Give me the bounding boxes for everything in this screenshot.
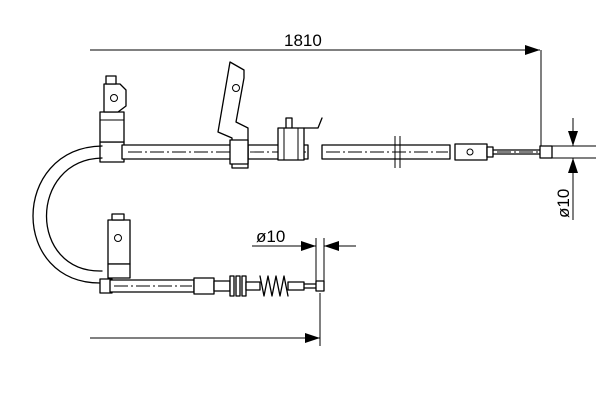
upper-end-fitting	[454, 143, 488, 161]
bracket-tall	[217, 61, 249, 169]
upper-end-collar	[486, 146, 494, 158]
bracket-small-body	[277, 127, 305, 161]
bracket-lower-plate	[107, 219, 131, 265]
upper-ferrule-left	[99, 141, 125, 163]
lower-diameter-dimension: ø10	[252, 227, 356, 281]
lower-cable	[99, 213, 325, 297]
lower-adjuster-nut	[213, 280, 231, 292]
length-dimension: 1810	[90, 31, 542, 158]
inner-wire	[492, 149, 541, 155]
diameter-arrow-top	[568, 131, 578, 146]
length-label: 1810	[284, 31, 322, 50]
lower-diameter-arrow-right	[324, 241, 339, 251]
curve-inner	[46, 157, 103, 272]
bracket-left-plate	[103, 83, 127, 113]
lower-length-dimension	[90, 293, 321, 346]
lower-connector	[245, 281, 261, 291]
threaded-part	[229, 275, 247, 297]
upper-end-fitting-hole	[466, 148, 474, 156]
lower-adjuster	[193, 277, 215, 295]
bracket-left-hole	[110, 94, 118, 102]
upper-cable	[99, 136, 553, 168]
bracket-left-base	[99, 111, 125, 143]
diameter-arrow-bottom	[568, 158, 578, 173]
upper-sheath-segment-3	[321, 144, 451, 160]
lower-end-sleeve	[287, 281, 305, 291]
bracket-lower-tab	[111, 213, 125, 221]
bracket-small-arm	[303, 117, 323, 129]
right-diameter-label: ø10	[554, 189, 573, 218]
bracket-lower-base	[107, 263, 131, 279]
length-arrow-head	[525, 45, 540, 55]
right-diameter-dimension: ø10	[548, 118, 596, 220]
bracket-small-tab	[285, 117, 293, 129]
curve-outer	[32, 145, 103, 284]
lower-diameter-arrow-left	[301, 241, 316, 251]
cable-nipple	[539, 145, 553, 159]
lower-diameter-label: ø10	[256, 227, 285, 246]
bracket-tall-hole	[232, 84, 240, 92]
curved-cable	[32, 145, 103, 284]
bracket-left	[99, 75, 127, 143]
break-mark-upper	[394, 136, 401, 168]
return-spring	[259, 275, 289, 297]
lower-length-arrow	[305, 333, 320, 343]
bracket-tall-clip	[229, 139, 249, 165]
lower-cable-nipple	[315, 280, 325, 292]
bracket-left-tab	[105, 75, 117, 85]
bracket-lower-hole	[114, 234, 122, 242]
bracket-small	[277, 117, 323, 161]
